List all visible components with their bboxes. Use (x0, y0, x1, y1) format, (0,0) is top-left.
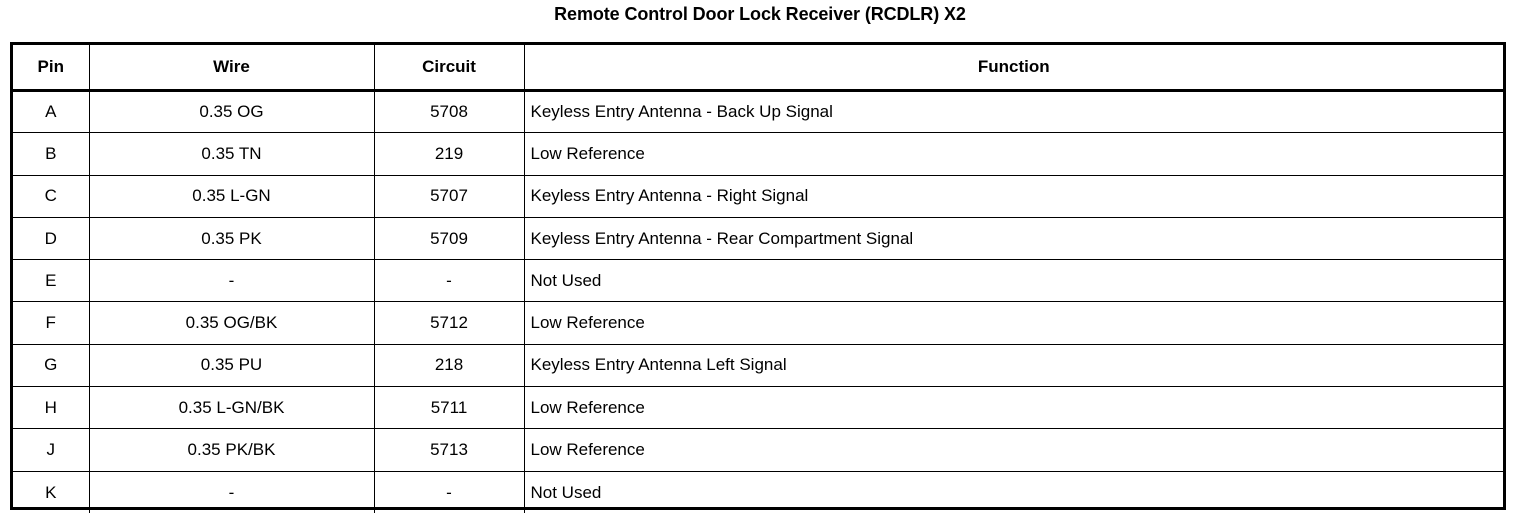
cell-circuit: 5711 (373, 386, 524, 430)
cell-pin: G (13, 344, 89, 388)
cell-pin: J (13, 428, 89, 472)
cell-pin: C (13, 175, 89, 218)
cell-function: Low Reference (523, 301, 1503, 345)
cell-pin: D (13, 217, 89, 261)
table-header-row: Pin Wire Circuit Function (13, 45, 1503, 92)
cell-circuit: 5712 (373, 301, 524, 345)
cell-circuit: - (373, 471, 524, 514)
cell-circuit: 219 (373, 132, 524, 176)
cell-function: Low Reference (523, 428, 1503, 472)
cell-pin: H (13, 386, 89, 430)
cell-wire: 0.35 TN (88, 132, 374, 176)
cell-circuit: 5709 (373, 217, 524, 261)
table-header: Pin Wire Circuit Function (13, 45, 1503, 92)
cell-pin: K (45, 482, 57, 502)
cell-circuit: 5713 (373, 428, 524, 472)
cell-wire: 0.35 PU (88, 344, 374, 388)
cell-function: Keyless Entry Antenna - Rear Compartment… (523, 217, 1503, 261)
cell-circuit: 218 (373, 344, 524, 388)
cell-function: Low Reference (523, 132, 1503, 176)
cell-circuit: 5707 (373, 175, 524, 218)
table-row: E--Not Used (13, 259, 1503, 303)
cell-function: Low Reference (523, 386, 1503, 430)
cell-wire: 0.35 L-GN (88, 175, 374, 218)
cell-pin: E (13, 259, 89, 303)
cell-circuit: - (373, 259, 524, 303)
cell-function: Not Used (523, 471, 1503, 514)
cell-pin: A (13, 90, 89, 134)
cell-pin: B (13, 132, 89, 176)
cell-wire: 0.35 PK (88, 217, 374, 261)
cell-function: Not Used (523, 259, 1503, 303)
column-header-wire: Wire (88, 45, 374, 92)
cell-wire: 0.35 OG (88, 90, 374, 134)
cell-wire: - (88, 259, 374, 303)
cell-circuit: 5708 (373, 90, 524, 134)
cell-wire: 0.35 OG/BK (88, 301, 374, 345)
cell-wire: 0.35 L-GN/BK (88, 386, 374, 430)
cell-function: Keyless Entry Antenna - Back Up Signal (523, 90, 1503, 134)
cell-pin: F (13, 301, 89, 345)
column-header-circuit: Circuit (373, 45, 524, 92)
cell-function: Keyless Entry Antenna - Right Signal (523, 175, 1503, 218)
column-header-pin: Pin (13, 45, 89, 92)
table-row: K--Not Used (13, 471, 1503, 514)
column-header-function: Function (523, 45, 1503, 92)
cell-function: Keyless Entry Antenna Left Signal (523, 344, 1503, 388)
cell-wire: - (88, 471, 374, 514)
page-title: Remote Control Door Lock Receiver (RCDLR… (554, 4, 966, 24)
cell-wire: 0.35 PK/BK (88, 428, 374, 472)
